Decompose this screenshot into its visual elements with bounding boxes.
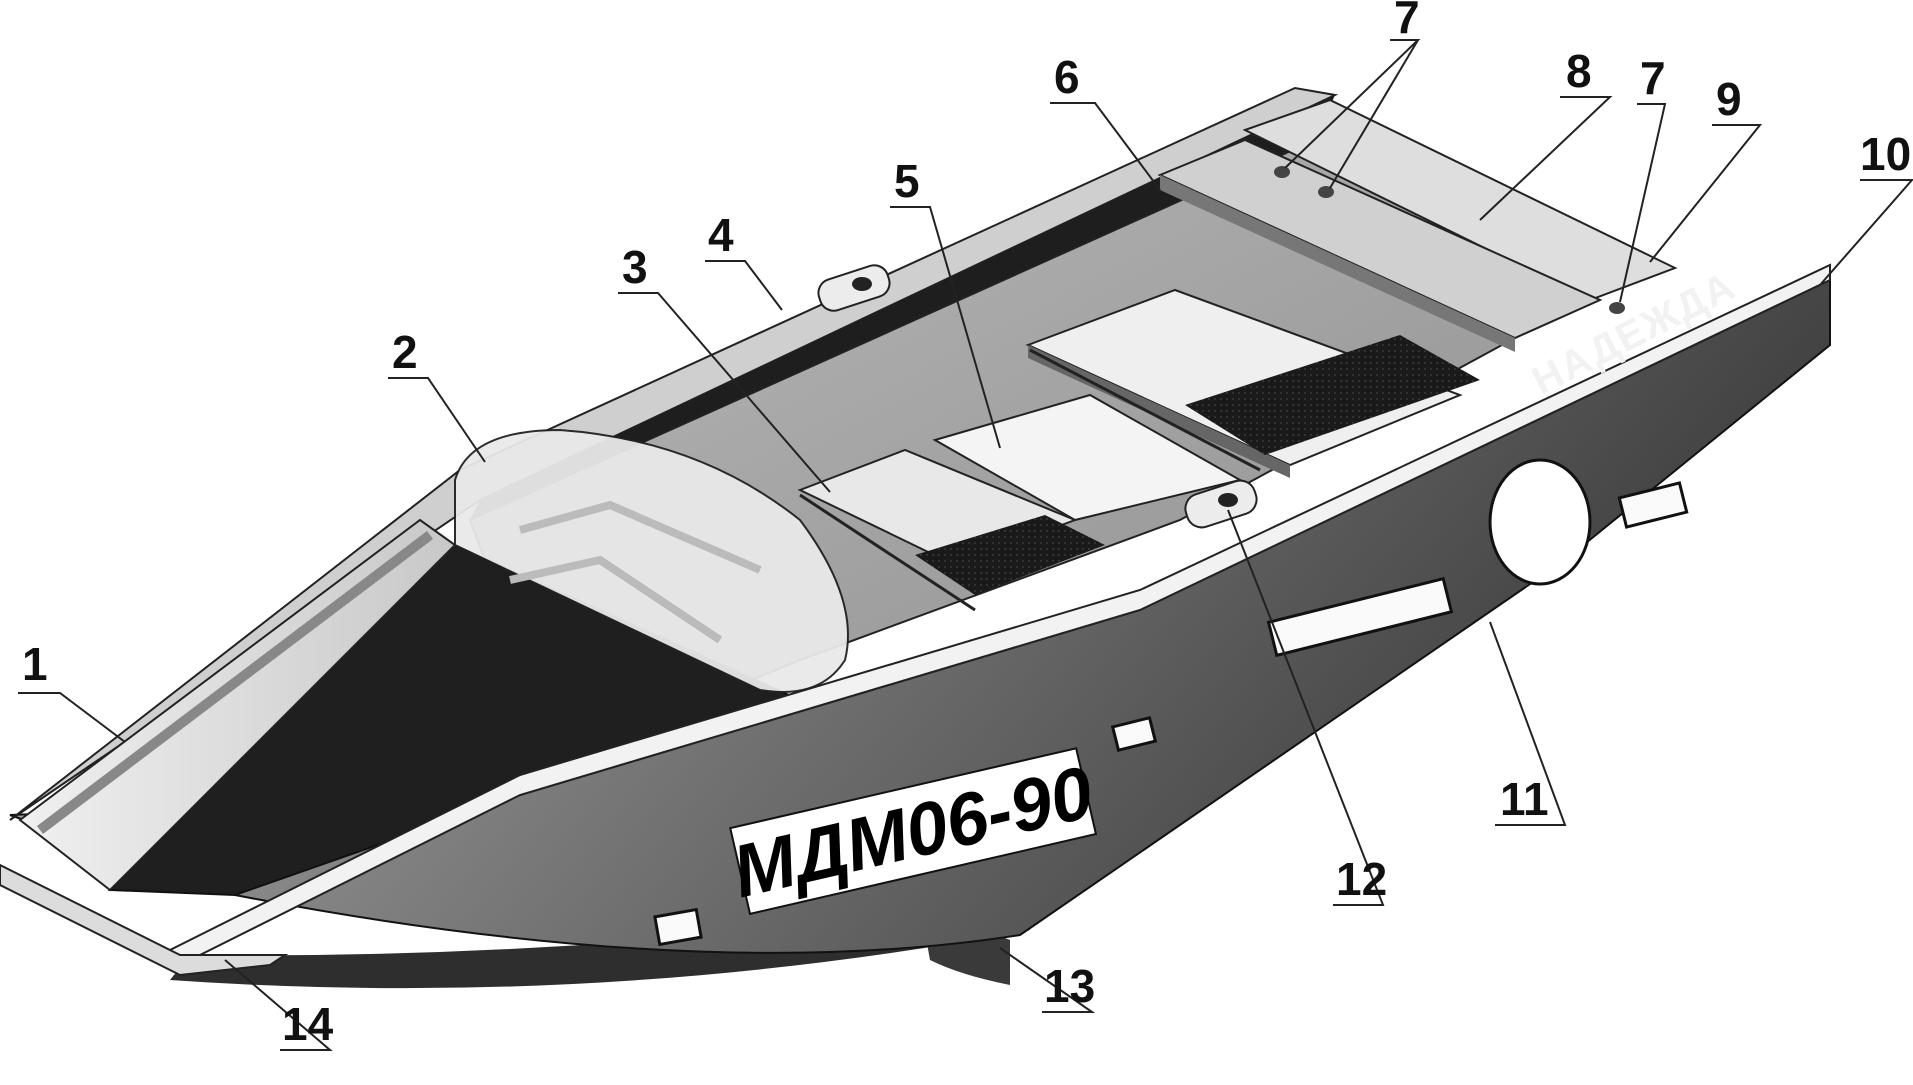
- starboard-cleat: [1184, 479, 1258, 529]
- porthole: [1488, 458, 1592, 586]
- drain-hole: [1274, 166, 1290, 178]
- callout-label: 1: [22, 638, 48, 690]
- port-gunwale-dark-band: [470, 95, 1335, 520]
- side-window: [1617, 481, 1689, 529]
- rear-thwart-edge: [1028, 345, 1290, 478]
- windshield: [454, 428, 849, 693]
- callout-label: 11: [1500, 773, 1549, 825]
- callout-label: 3: [622, 241, 648, 293]
- leader-lines: [18, 39, 1913, 1051]
- port-cleat: [817, 264, 891, 312]
- windshield-frame: [509, 555, 723, 644]
- callout-label: 12: [1336, 853, 1387, 905]
- starboard-gunwale: [168, 263, 1831, 967]
- callout-label: 4: [708, 209, 734, 261]
- thwart-strut: [799, 493, 976, 612]
- drain-hole: [1318, 186, 1334, 198]
- stern-seat-front: [1160, 175, 1515, 352]
- rear-floor-mat: [1185, 335, 1480, 455]
- callout-label: 13: [1044, 960, 1095, 1012]
- callout-label: 9: [1716, 73, 1742, 125]
- callout-label: 5: [894, 155, 920, 207]
- front-floor-mat: [915, 515, 1105, 595]
- callout-label: 7: [1640, 52, 1666, 104]
- callout-label: 7: [1394, 0, 1420, 43]
- callout-label: 10: [1860, 128, 1911, 180]
- side-window: [1110, 715, 1158, 753]
- callout-label: 6: [1054, 51, 1080, 103]
- callout-label: 8: [1566, 45, 1592, 97]
- windshield-frame: [518, 500, 762, 574]
- bow-stripe: [36, 531, 434, 834]
- side-window: [653, 907, 703, 947]
- rub-rail: [0, 863, 289, 977]
- drain-hole: [1609, 302, 1625, 314]
- side-window: [1266, 576, 1454, 658]
- callout-label: 14: [282, 998, 334, 1050]
- callout-label: 2: [392, 326, 418, 378]
- thwart-strut: [1029, 348, 1261, 472]
